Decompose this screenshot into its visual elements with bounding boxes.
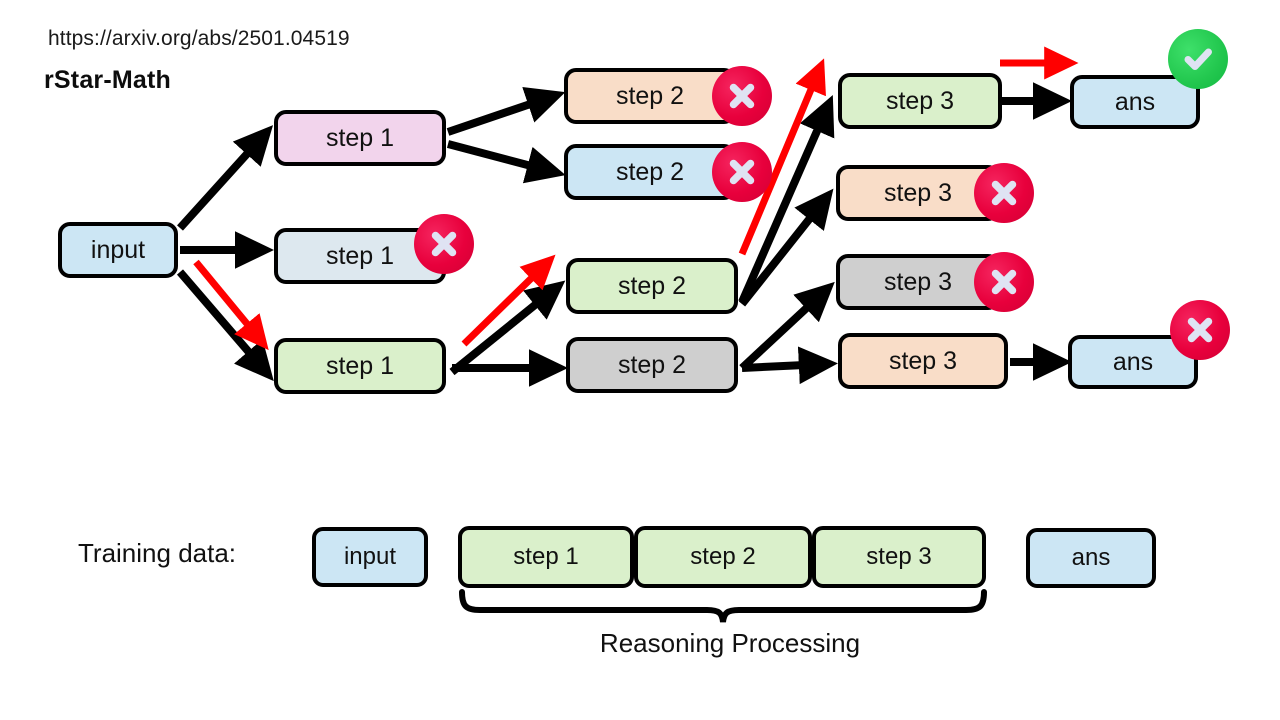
node-label: step 2 <box>617 350 687 379</box>
edge-input-to-step1a <box>177 125 274 231</box>
edge-step2d-to-step3d <box>741 346 838 385</box>
reasoning-processing-label: Reasoning Processing <box>0 628 1280 659</box>
training-node-ans[interactable]: ans <box>1026 528 1156 588</box>
node-label: step 2 <box>617 271 687 300</box>
node-label: ans <box>1071 544 1111 571</box>
node-step1-pink[interactable]: step 1 <box>274 110 446 166</box>
highlight-step1c-to-step2c <box>461 254 556 347</box>
reject-badge-step2-peach <box>712 66 772 126</box>
node-label: step 1 <box>325 123 395 152</box>
node-step1-green[interactable]: step 1 <box>274 338 446 394</box>
node-step2-gray[interactable]: step 2 <box>566 337 738 393</box>
reject-badge-ans-wrong <box>1170 300 1230 360</box>
reject-badge-step3-peach <box>974 163 1034 223</box>
node-label: step 2 <box>615 157 685 186</box>
node-step3-peach[interactable]: step 3 <box>836 165 1000 221</box>
reject-badge-step1-slate <box>414 214 474 274</box>
training-data-label: Training data: <box>78 538 237 568</box>
node-step2-green[interactable]: step 2 <box>566 258 738 314</box>
edge-step1c-to-step2c <box>449 280 566 376</box>
edge-step2c-to-step3b <box>738 188 834 307</box>
node-step2-blue[interactable]: step 2 <box>564 144 736 200</box>
training-node-step1[interactable]: step 1 <box>458 526 634 588</box>
edge-step1a-to-step2b <box>446 140 566 184</box>
highlight-input-to-step1c <box>193 259 269 351</box>
reasoning-caption-text: Reasoning Processing <box>599 628 861 658</box>
edge-step1a-to-step2a <box>446 86 566 136</box>
highlight-step2c-to-step3a <box>738 58 826 256</box>
node-label: step 3 <box>866 543 932 570</box>
node-label: step 2 <box>615 81 685 110</box>
node-step2-peach[interactable]: step 2 <box>564 68 736 124</box>
node-label: step 1 <box>513 543 579 570</box>
node-label: ans <box>1114 87 1156 116</box>
reject-badge-step3-gray <box>974 252 1034 312</box>
reject-badge-step2-blue <box>712 142 772 202</box>
page-title: rStar-Math <box>44 66 172 94</box>
edge-step2d-to-step3c <box>739 281 835 371</box>
paper-url: https://arxiv.org/abs/2501.04519 <box>48 27 350 50</box>
node-step3-green[interactable]: step 3 <box>838 73 1002 129</box>
node-label: input <box>90 235 146 264</box>
edge-step2c-to-step3a <box>738 95 835 304</box>
node-label: input <box>343 543 397 570</box>
edge-input-to-step1c <box>176 269 274 382</box>
node-ans-correct[interactable]: ans <box>1070 75 1200 129</box>
node-label: step 3 <box>885 86 955 115</box>
node-step3-peach-bottom[interactable]: step 3 <box>838 333 1008 389</box>
node-label: step 1 <box>325 351 395 380</box>
node-label: step 3 <box>888 346 958 375</box>
training-node-step2[interactable]: step 2 <box>634 526 812 588</box>
node-step3-gray[interactable]: step 3 <box>836 254 1000 310</box>
node-label: ans <box>1112 347 1154 376</box>
node-input[interactable]: input <box>58 222 178 278</box>
node-label: step 3 <box>883 267 953 296</box>
node-label: step 1 <box>325 241 395 270</box>
node-label: step 2 <box>690 543 756 570</box>
node-ans-wrong[interactable]: ans <box>1068 335 1198 389</box>
accept-badge-ans-correct <box>1168 29 1228 89</box>
training-node-input[interactable]: input <box>312 527 428 587</box>
training-node-step3[interactable]: step 3 <box>812 526 986 588</box>
node-label: step 3 <box>883 178 953 207</box>
